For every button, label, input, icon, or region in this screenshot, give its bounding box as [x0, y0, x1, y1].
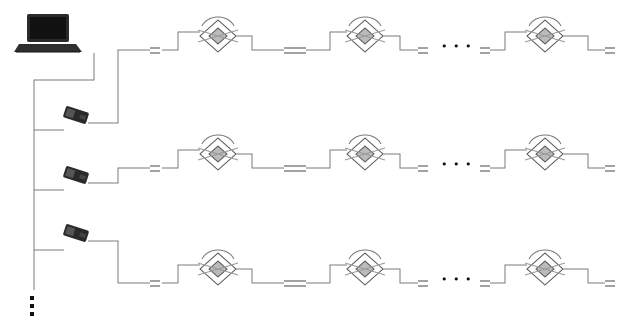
- sensor-node-icon: [524, 134, 566, 171]
- sensor-node-icon: [344, 134, 386, 171]
- usb-adapter-icon: [63, 166, 89, 184]
- sensor-node-icon: [197, 249, 239, 286]
- adapters: [63, 106, 89, 242]
- trunk-wiring: [33, 53, 95, 290]
- sensor-node-icon: [524, 249, 566, 286]
- device-row: [88, 240, 615, 287]
- row-continuation-dots: • • •: [441, 40, 473, 53]
- row-continuation-dots: • • •: [441, 273, 473, 286]
- sensor-node-icon: [197, 16, 239, 53]
- sensor-node-icon: [524, 16, 566, 53]
- sensor-node-icon: [344, 249, 386, 286]
- usb-adapter-icon: [63, 224, 89, 242]
- device-row: [88, 134, 615, 184]
- laptop-icon: [14, 14, 82, 53]
- vertical-continuation: [28, 296, 38, 320]
- usb-adapter-icon: [63, 106, 89, 124]
- row-continuation-dots: • • •: [441, 158, 473, 171]
- device-rows: [88, 16, 615, 287]
- sensor-node-icon: [344, 16, 386, 53]
- device-row: [88, 16, 615, 124]
- sensor-node-icon: [197, 134, 239, 171]
